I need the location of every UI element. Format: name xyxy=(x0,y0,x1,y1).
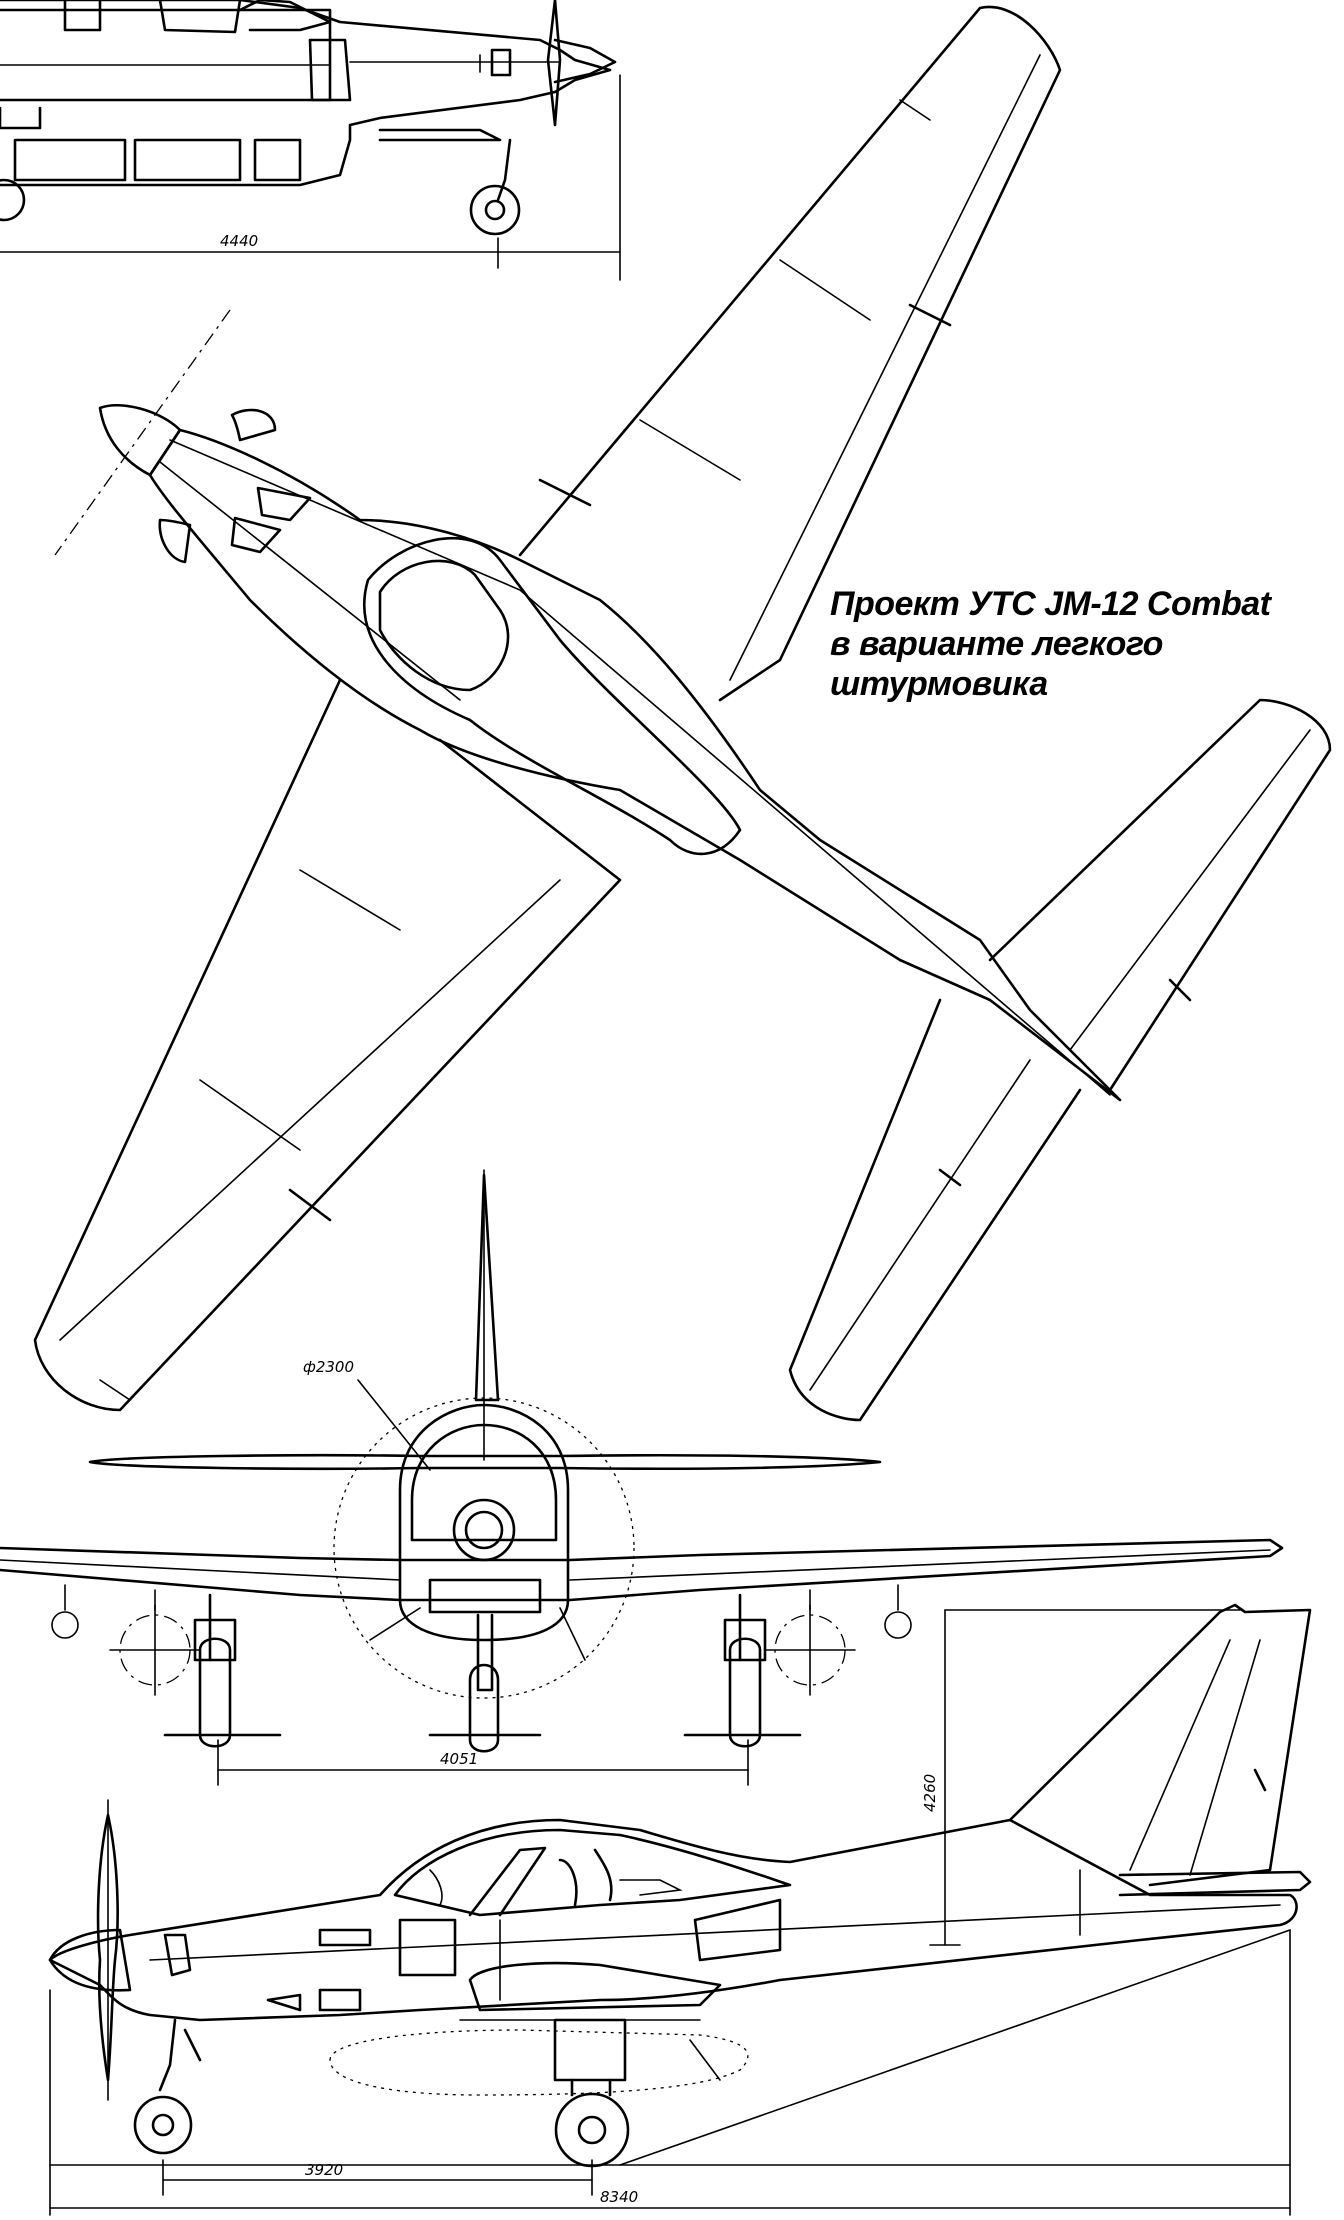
caption-line-2: в варианте легкого xyxy=(830,625,1163,663)
caption-line-1: Проект УТС JM-12 Combat xyxy=(830,585,1271,623)
height-dim: 4260 xyxy=(921,1774,939,1812)
overall-length-dim: 8340 xyxy=(600,2188,638,2206)
partial-length-dim: 4440 xyxy=(220,232,258,250)
caption-line-3: штурмовика xyxy=(830,665,1048,703)
wheelbase-dim: 3920 xyxy=(305,2161,343,2179)
prop-diameter-dim: ф2300 xyxy=(303,1358,354,1376)
plan-view xyxy=(33,5,1332,1422)
partial-side-view: 4440 xyxy=(0,0,621,281)
gear-track-dim: 4051 xyxy=(440,1750,478,1768)
side-view: 4260 xyxy=(48,1603,1312,2216)
front-view: ф2300 xyxy=(0,1169,1284,1786)
drawing-caption: Проект УТС JM-12 Combat в варианте легко… xyxy=(830,584,1340,704)
